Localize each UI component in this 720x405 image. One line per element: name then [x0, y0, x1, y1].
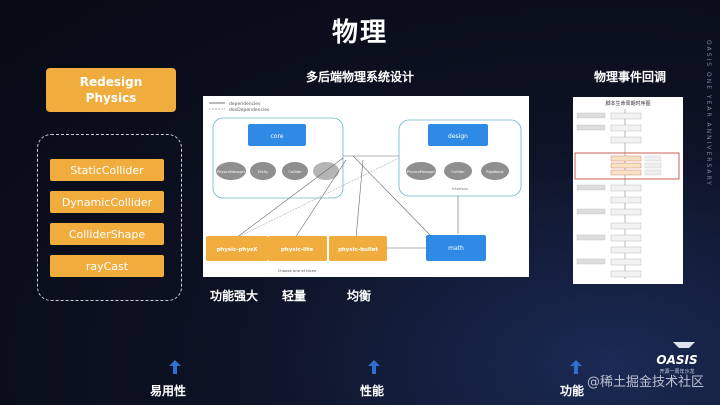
physx-backend-node	[206, 236, 268, 261]
architecture-diagram-svg: dependencies devDependencies core Physic…	[206, 101, 522, 273]
trigger-event-step	[610, 169, 642, 176]
trigger-event-step	[610, 155, 642, 162]
flow-step	[610, 246, 642, 254]
math-node	[426, 235, 486, 261]
core-to-math-arrow	[352, 155, 432, 237]
arrow-up-icon	[570, 360, 582, 374]
flow-note	[644, 162, 662, 169]
flow-side-label	[576, 124, 606, 131]
dynamic-collider-item: DynamicCollider	[50, 191, 164, 213]
design-node	[428, 124, 488, 146]
anniversary-side-text: OASIS ONE YEAR ANNIVERSARY	[705, 40, 712, 187]
lite-dependency-line	[294, 159, 347, 239]
core-child-label: Entity	[258, 170, 268, 174]
legend-devdependencies: devDependencies	[229, 107, 270, 113]
flow-side-label	[576, 258, 606, 265]
performance-label: 性能	[360, 384, 385, 398]
lifecycle-flowchart-svg: 脚本生命周期时序图	[574, 100, 680, 279]
core-node	[248, 124, 306, 146]
flow-step	[610, 234, 642, 242]
flow-side-label	[576, 208, 606, 215]
flow-step	[610, 184, 642, 192]
design-child-label: Rigidbody	[486, 170, 503, 174]
bullet-backend-node	[329, 236, 387, 261]
lifecycle-flowchart: 脚本生命周期时序图	[573, 97, 683, 284]
core-child-node	[216, 162, 246, 180]
caption-powerful: 功能强大	[210, 289, 259, 303]
redesign-physics-badge: Redesign Physics	[46, 68, 176, 112]
arrow-up-icon	[169, 360, 181, 374]
choose-label: Choose one of three	[278, 268, 317, 273]
core-child-label: Collider	[288, 170, 302, 174]
bullet-backend-label: physic-bullet	[338, 247, 378, 253]
flow-step	[610, 270, 642, 278]
oasis-logo-text: OASIS	[656, 353, 697, 367]
trigger-event-step	[610, 162, 642, 169]
watermark: @稀土掘金技术社区	[587, 375, 705, 390]
physics-event-title: 物理事件回调	[593, 70, 666, 84]
flow-step	[610, 208, 642, 216]
design-child-node	[481, 162, 509, 180]
physics-event-highlight	[574, 152, 680, 180]
design-child-label: PhysicsManager	[407, 170, 436, 174]
feature-label: 功能	[560, 384, 585, 398]
physx-dependency-line	[235, 157, 344, 239]
flow-note	[644, 169, 662, 176]
static-collider-item: StaticCollider	[50, 159, 164, 181]
design-child-node	[406, 162, 436, 180]
legend-dependencies: dependencies	[229, 101, 261, 107]
lite-backend-label: physic-lite	[281, 247, 314, 253]
math-label: math	[448, 245, 464, 252]
oasis-logo-subtext: 开源一周年沙龙	[659, 368, 694, 375]
physx-dev-dependency-line	[235, 157, 400, 239]
design-child-node	[444, 162, 472, 180]
flow-step	[610, 112, 642, 120]
oasis-logo: OASIS 开源一周年沙龙	[643, 340, 711, 380]
bullet-dependency-line	[355, 159, 364, 239]
flow-step	[610, 258, 642, 266]
flow-step	[610, 124, 642, 132]
core-label: core	[271, 133, 284, 140]
flow-step	[610, 136, 642, 144]
interface-label: Interface	[452, 187, 468, 191]
flow-step	[610, 222, 642, 230]
redesign-physics-label: Redesign Physics	[79, 75, 143, 105]
usability-label: 易用性	[150, 384, 187, 398]
flow-side-label	[576, 184, 606, 191]
core-child-label: PhysicsManager	[217, 170, 246, 174]
arrow-up-icon	[368, 360, 380, 374]
physx-backend-label: physic-physX	[216, 247, 258, 253]
core-child-node	[250, 162, 276, 180]
collider-shape-item: ColliderShape	[50, 223, 164, 245]
flow-side-label	[576, 112, 606, 119]
flow-side-label	[576, 234, 606, 241]
caption-lightweight: 轻量	[282, 289, 307, 303]
oasis-logo-mark	[673, 342, 695, 348]
flow-step	[610, 196, 642, 204]
lite-backend-node	[268, 236, 327, 261]
multi-backend-title: 多后端物理系统设计	[305, 70, 414, 84]
architecture-diagram: dependencies devDependencies core Physic…	[203, 96, 529, 277]
flowchart-title: 脚本生命周期时序图	[605, 100, 650, 107]
page-title: 物理	[331, 18, 388, 48]
component-group	[37, 134, 182, 301]
core-child-node	[282, 162, 308, 180]
design-label: design	[448, 133, 468, 140]
design-child-label: Collider	[451, 170, 465, 174]
caption-balanced: 均衡	[347, 289, 372, 303]
raycast-item: rayCast	[50, 255, 164, 277]
flow-note	[644, 155, 662, 162]
oasis-logo-svg: OASIS 开源一周年沙龙	[656, 342, 698, 375]
